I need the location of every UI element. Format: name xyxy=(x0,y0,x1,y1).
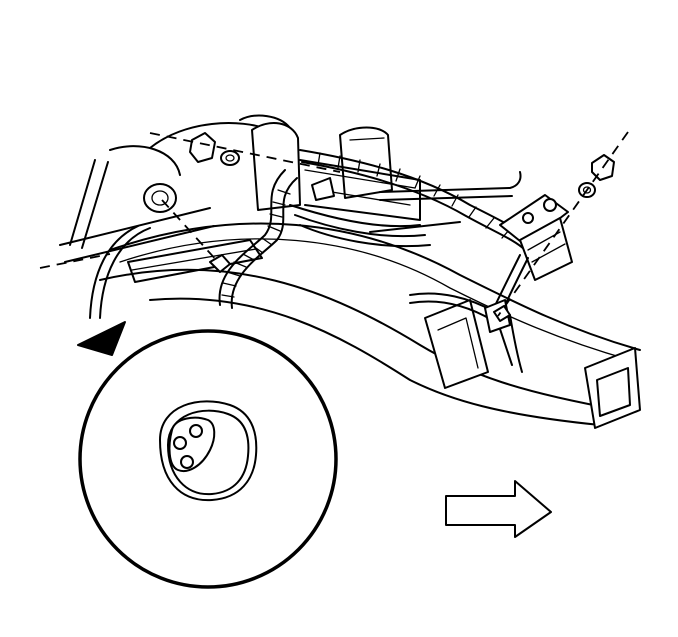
nut-upper-left xyxy=(189,132,216,163)
washer-upper-left xyxy=(220,150,240,166)
connector-cluster xyxy=(491,194,573,317)
grommet-left xyxy=(143,183,177,213)
centerlines xyxy=(39,131,629,317)
stud-module xyxy=(311,177,335,201)
arrow-right-outline-icon xyxy=(445,480,552,538)
bolt-frame xyxy=(493,305,511,322)
module-assembly xyxy=(251,122,522,248)
hole-1 xyxy=(173,436,187,450)
hole-2 xyxy=(189,424,203,438)
curved-arrow-icon xyxy=(77,225,151,356)
detail-view xyxy=(78,329,338,589)
hole-3 xyxy=(180,455,194,469)
fasteners xyxy=(143,132,615,322)
bolt-lower-left xyxy=(209,254,231,273)
grommet-plate xyxy=(168,416,216,472)
